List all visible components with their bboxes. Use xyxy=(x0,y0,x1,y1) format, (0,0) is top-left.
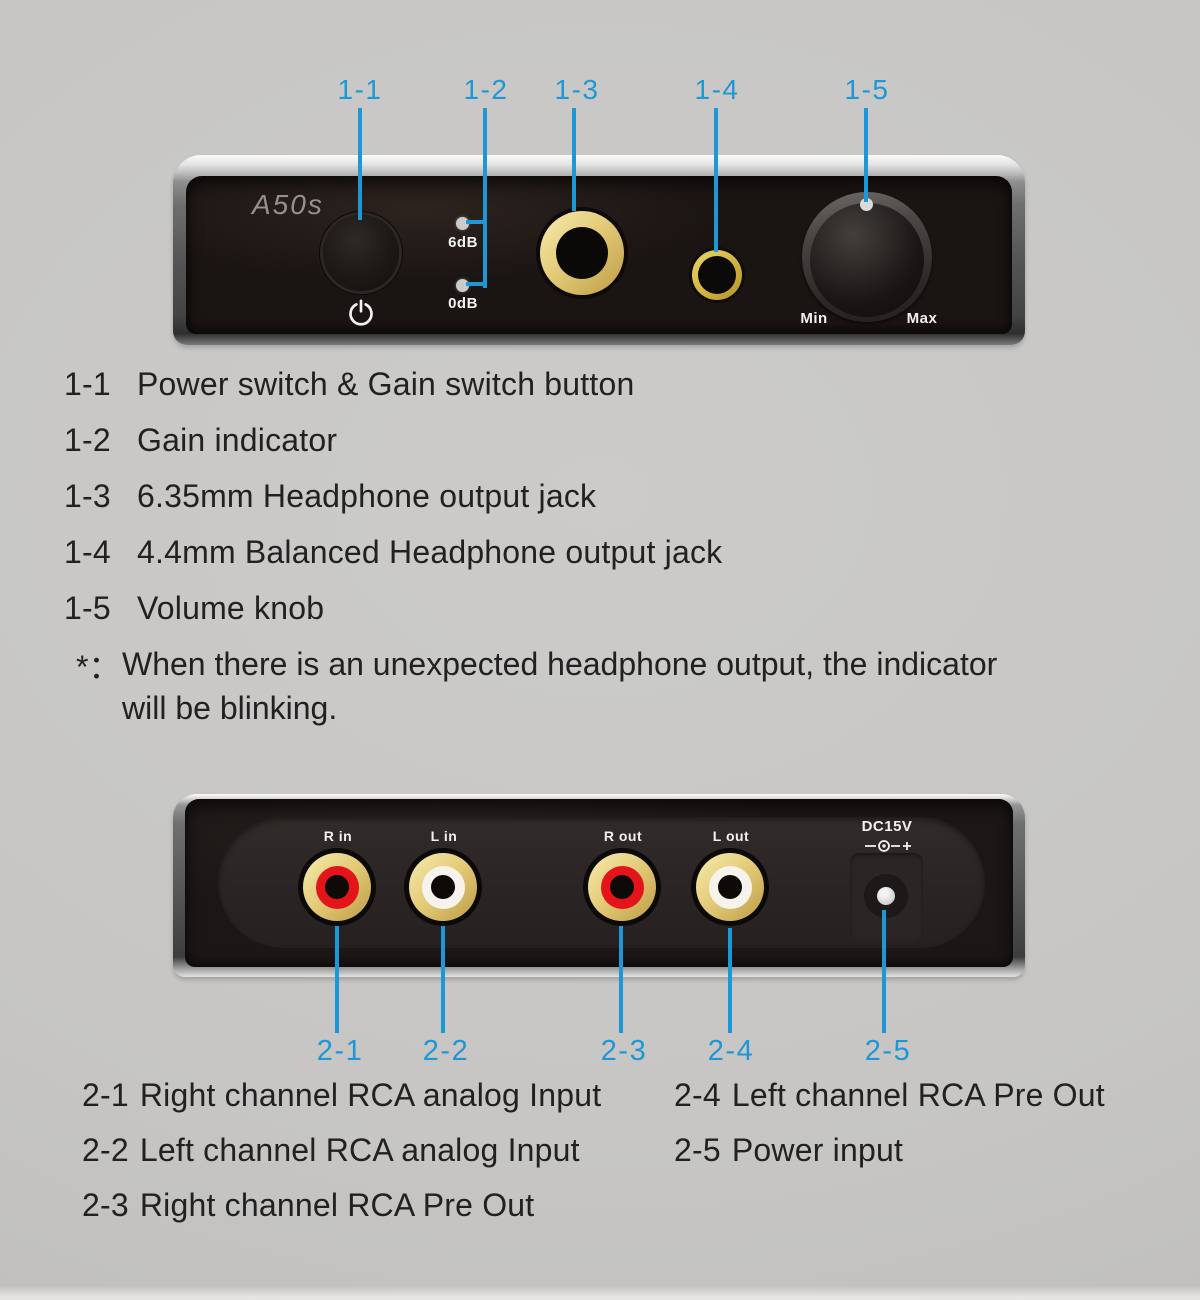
page-bottom-highlight xyxy=(0,1286,1200,1300)
jack-6-35mm xyxy=(536,207,628,299)
rca-hole xyxy=(325,875,349,899)
item-text: Right channel RCA analog Input xyxy=(139,1077,602,1113)
callout-line-1-2-stub-top xyxy=(466,220,486,224)
rca-jack-r-in xyxy=(298,848,376,926)
rca-hole xyxy=(610,875,634,899)
rear-list-item-1: 2-1 Right channel RCA analog Input xyxy=(82,1077,601,1114)
jack-6-35mm-hole xyxy=(556,227,608,279)
item-number: 2-3 xyxy=(82,1187,129,1223)
item-text: Left channel RCA analog Input xyxy=(139,1132,580,1168)
item-number: 2-4 xyxy=(674,1077,721,1113)
rca-hole xyxy=(718,875,742,899)
rca-gold-ring xyxy=(303,853,371,921)
label-l-out: L out xyxy=(712,828,750,844)
callout-line-2-5 xyxy=(882,910,886,1033)
rca-hole xyxy=(431,875,455,899)
callout-line-1-4 xyxy=(714,108,718,252)
footnote: *： When there is an unexpected headphone… xyxy=(76,642,997,730)
jack-6-35mm-gold-ring xyxy=(540,211,624,295)
rca-jack-r-out xyxy=(583,848,661,926)
label-l-in: L in xyxy=(430,828,458,844)
item-text: Power input xyxy=(731,1132,904,1168)
callout-label-1-5: 1-5 xyxy=(844,74,890,105)
callout-line-2-2 xyxy=(441,926,445,1033)
callout-line-2-3 xyxy=(619,926,623,1033)
callout-line-1-3 xyxy=(572,108,576,211)
rear-list-item-4: 2-4 Left channel RCA Pre Out xyxy=(674,1077,1105,1114)
jack-4-4mm xyxy=(689,247,745,303)
item-number: 1-2 xyxy=(64,422,111,458)
rca-white-ring xyxy=(421,865,465,909)
callout-label-2-1: 2-1 xyxy=(316,1035,364,1067)
callout-line-2-1 xyxy=(335,926,339,1033)
jack-4-4mm-hole xyxy=(698,256,736,294)
item-number: 1-1 xyxy=(64,366,111,402)
front-list-item-3: 1-3 6.35mm Headphone output jack xyxy=(64,478,596,515)
rca-red-ring xyxy=(600,865,644,909)
volume-knob xyxy=(802,192,932,322)
item-text: Gain indicator xyxy=(137,422,338,458)
footnote-line-2: will be blinking. xyxy=(122,690,338,726)
callout-line-1-2 xyxy=(483,108,487,288)
knob-position-dot xyxy=(860,198,873,211)
rca-gold-ring xyxy=(588,853,656,921)
footnote-line-1: When there is an unexpected headphone ou… xyxy=(122,646,998,682)
label-r-in: R in xyxy=(323,828,353,844)
dc-power-label: DC15V xyxy=(861,818,913,835)
rca-jack-l-in xyxy=(404,848,482,926)
callout-label-1-1: 1-1 xyxy=(337,74,383,105)
power-button xyxy=(323,215,399,291)
rca-jack-l-out xyxy=(691,848,769,926)
callout-label-2-3: 2-3 xyxy=(600,1035,648,1067)
jack-4-4mm-gold-ring xyxy=(692,250,742,300)
item-text: Right channel RCA Pre Out xyxy=(139,1187,535,1223)
rca-white-ring xyxy=(708,865,752,909)
front-list-item-1: 1-1 Power switch & Gain switch button xyxy=(64,366,634,403)
gain-label-0db: 0dB xyxy=(448,295,478,312)
item-number: 1-3 xyxy=(64,478,111,514)
rca-red-ring xyxy=(315,865,359,909)
gain-led-6db xyxy=(456,217,469,230)
rear-list-item-3: 2-3 Right channel RCA Pre Out xyxy=(82,1187,534,1224)
volume-min-label: Min xyxy=(800,310,828,327)
callout-line-1-1 xyxy=(358,108,362,220)
callout-line-1-5 xyxy=(864,108,868,202)
callout-line-1-2-stub-bottom xyxy=(466,282,486,286)
item-text: Left channel RCA Pre Out xyxy=(731,1077,1105,1113)
dc-jack-pin xyxy=(877,887,895,905)
front-list-item-5: 1-5 Volume knob xyxy=(64,590,324,627)
rca-gold-ring xyxy=(409,853,477,921)
item-number: 2-5 xyxy=(674,1132,721,1168)
volume-knob-cap xyxy=(810,203,924,317)
callout-line-2-4 xyxy=(728,928,732,1033)
callout-label-2-2: 2-2 xyxy=(422,1035,470,1067)
item-text: Volume knob xyxy=(137,590,325,626)
rear-list-item-5: 2-5 Power input xyxy=(674,1132,903,1169)
callout-label-2-4: 2-4 xyxy=(707,1035,755,1067)
polarity-icon xyxy=(865,840,911,852)
item-number: 1-5 xyxy=(64,590,111,626)
gain-led-0db xyxy=(456,279,469,292)
item-text: Power switch & Gain switch button xyxy=(137,366,635,402)
front-list-item-2: 1-2 Gain indicator xyxy=(64,422,337,459)
power-icon xyxy=(349,299,373,326)
item-number: 1-4 xyxy=(64,534,111,570)
item-number: 2-2 xyxy=(82,1132,129,1168)
footnote-marker: *： xyxy=(76,649,121,685)
label-r-out: R out xyxy=(603,828,643,844)
gain-label-6db: 6dB xyxy=(448,234,478,251)
callout-label-1-4: 1-4 xyxy=(694,74,740,105)
callout-label-1-2: 1-2 xyxy=(463,74,509,105)
callout-label-2-5: 2-5 xyxy=(864,1035,912,1067)
rca-gold-ring xyxy=(696,853,764,921)
volume-max-label: Max xyxy=(906,310,938,327)
rear-list-item-2: 2-2 Left channel RCA analog Input xyxy=(82,1132,580,1169)
callout-label-1-3: 1-3 xyxy=(554,74,600,105)
item-number: 2-1 xyxy=(82,1077,129,1113)
item-text: 6.35mm Headphone output jack xyxy=(137,478,597,514)
item-text: 4.4mm Balanced Headphone output jack xyxy=(137,534,723,570)
front-list-item-4: 1-4 4.4mm Balanced Headphone output jack xyxy=(64,534,722,571)
brand-logo: A50s xyxy=(252,189,324,220)
